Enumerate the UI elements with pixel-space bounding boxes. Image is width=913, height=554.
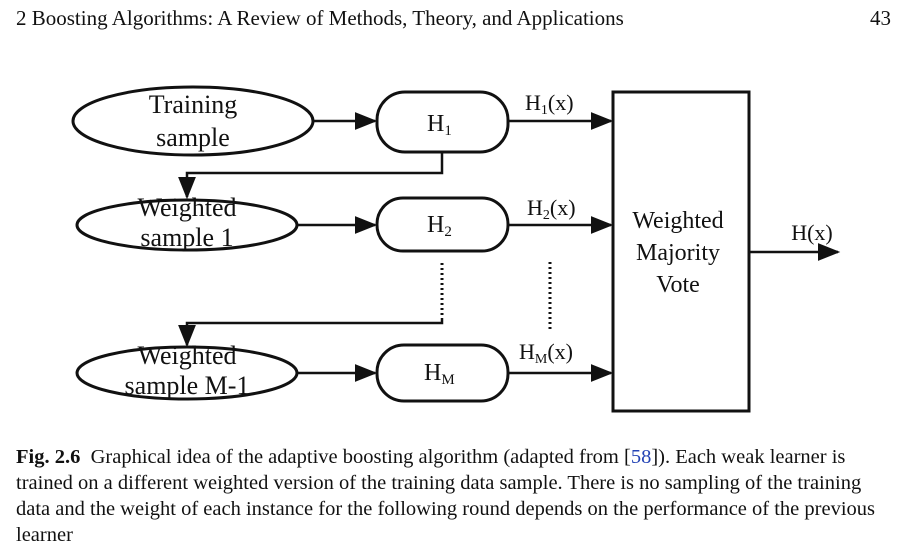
training-label-1: Training <box>149 90 238 119</box>
vote-label-3: Vote <box>656 272 700 298</box>
boosting-diagram: Training sample Weighted sample 1 Weight… <box>71 85 841 413</box>
citation-link[interactable]: 58 <box>630 446 652 468</box>
figure-caption: Fig. 2.6 Graphical idea of the adaptive … <box>16 444 900 548</box>
page-header: 2 Boosting Algorithms: A Review of Metho… <box>16 6 891 34</box>
hmx-label: HM(x) <box>519 339 573 367</box>
training-label-2: sample <box>156 123 230 152</box>
caption-text-after: ]). Each weak learner is trained on a di… <box>16 446 875 546</box>
caption-text-before: Graphical idea of the adaptive boosting … <box>90 446 631 468</box>
h2x-label: H2(x) <box>527 195 576 223</box>
learner-h2-label: H2 <box>427 212 452 240</box>
weighted1-label-1: Weighted <box>138 193 237 222</box>
vote-label-2: Majority <box>636 240 720 266</box>
running-title: 2 Boosting Algorithms: A Review of Metho… <box>16 6 624 30</box>
h1x-label: H1(x) <box>525 90 574 118</box>
learner-h1-label: H1 <box>427 111 452 139</box>
weightedM-label-2: sample M-1 <box>125 371 250 400</box>
page-number: 43 <box>870 6 891 30</box>
weighted1-label-2: sample 1 <box>140 223 233 252</box>
weightedM-label-1: Weighted <box>138 341 237 370</box>
vote-label-1: Weighted <box>632 208 723 234</box>
learner-hm-label: HM <box>424 360 455 388</box>
final-output-label: H(x) <box>791 220 833 245</box>
arrow-to-weightedM <box>178 318 444 348</box>
arrow-h1-to-weighted1 <box>178 152 444 200</box>
figure-label: Fig. 2.6 <box>16 446 81 468</box>
